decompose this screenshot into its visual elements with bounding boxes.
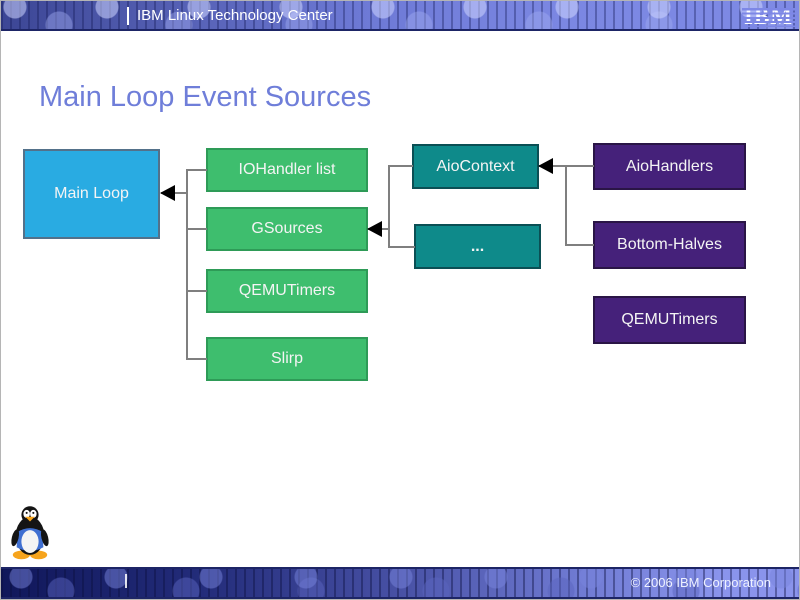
ibm-logo-text: IBM [744, 4, 793, 29]
box-label: Main Loop [54, 185, 129, 202]
box-aiocontext: AioContext [412, 144, 539, 189]
connector-line [565, 165, 594, 167]
connector-line [186, 169, 188, 360]
connector-line [186, 358, 207, 360]
box-slirp: Slirp [206, 337, 368, 381]
footer-divider-tick [125, 574, 127, 588]
header-bar: IBM Linux Technology Center IBM [1, 1, 799, 31]
header-title: IBM Linux Technology Center [137, 7, 333, 24]
ibm-logo: IBM [742, 4, 795, 29]
connector-line [186, 169, 207, 171]
footer-bar: © 2006 IBM Corporation [1, 567, 799, 599]
connector-line [539, 165, 567, 167]
box-label: Slirp [270, 350, 303, 367]
box-label: ... [470, 237, 485, 255]
connector-line [388, 246, 415, 248]
box-bottom-halves: Bottom-Halves [593, 221, 746, 269]
connector-line [388, 165, 390, 248]
box-label: AioHandlers [625, 157, 714, 175]
box-ellipsis: ... [414, 224, 541, 269]
box-label: IOHandler list [238, 161, 336, 178]
box-label: AioContext [436, 157, 515, 175]
copyright-text: © 2006 IBM Corporation [630, 575, 771, 590]
box-aiohandlers: AioHandlers [593, 143, 746, 190]
page-title: Main Loop Event Sources [39, 81, 372, 113]
box-label: Bottom-Halves [617, 236, 722, 253]
box-label: QEMUTimers [238, 282, 336, 299]
connector-line [565, 165, 567, 246]
box-label: QEMUTimers [621, 311, 718, 328]
box-main-loop: Main Loop [23, 149, 160, 239]
box-qemutimers-green: QEMUTimers [206, 269, 368, 313]
box-gsources: GSources [206, 207, 368, 251]
arrow-left-icon [367, 221, 382, 237]
tux-penguin-icon [9, 503, 51, 566]
arrow-left-icon [160, 185, 175, 201]
connector-line [186, 290, 207, 292]
arrow-left-icon [538, 158, 553, 174]
box-iohandler-list: IOHandler list [206, 148, 368, 192]
header-divider-tick [127, 7, 129, 25]
connector-line [388, 165, 413, 167]
connector-line [565, 244, 594, 246]
connector-line [186, 228, 207, 230]
box-qemutimers-purple: QEMUTimers [593, 296, 746, 344]
box-label: GSources [251, 220, 323, 237]
